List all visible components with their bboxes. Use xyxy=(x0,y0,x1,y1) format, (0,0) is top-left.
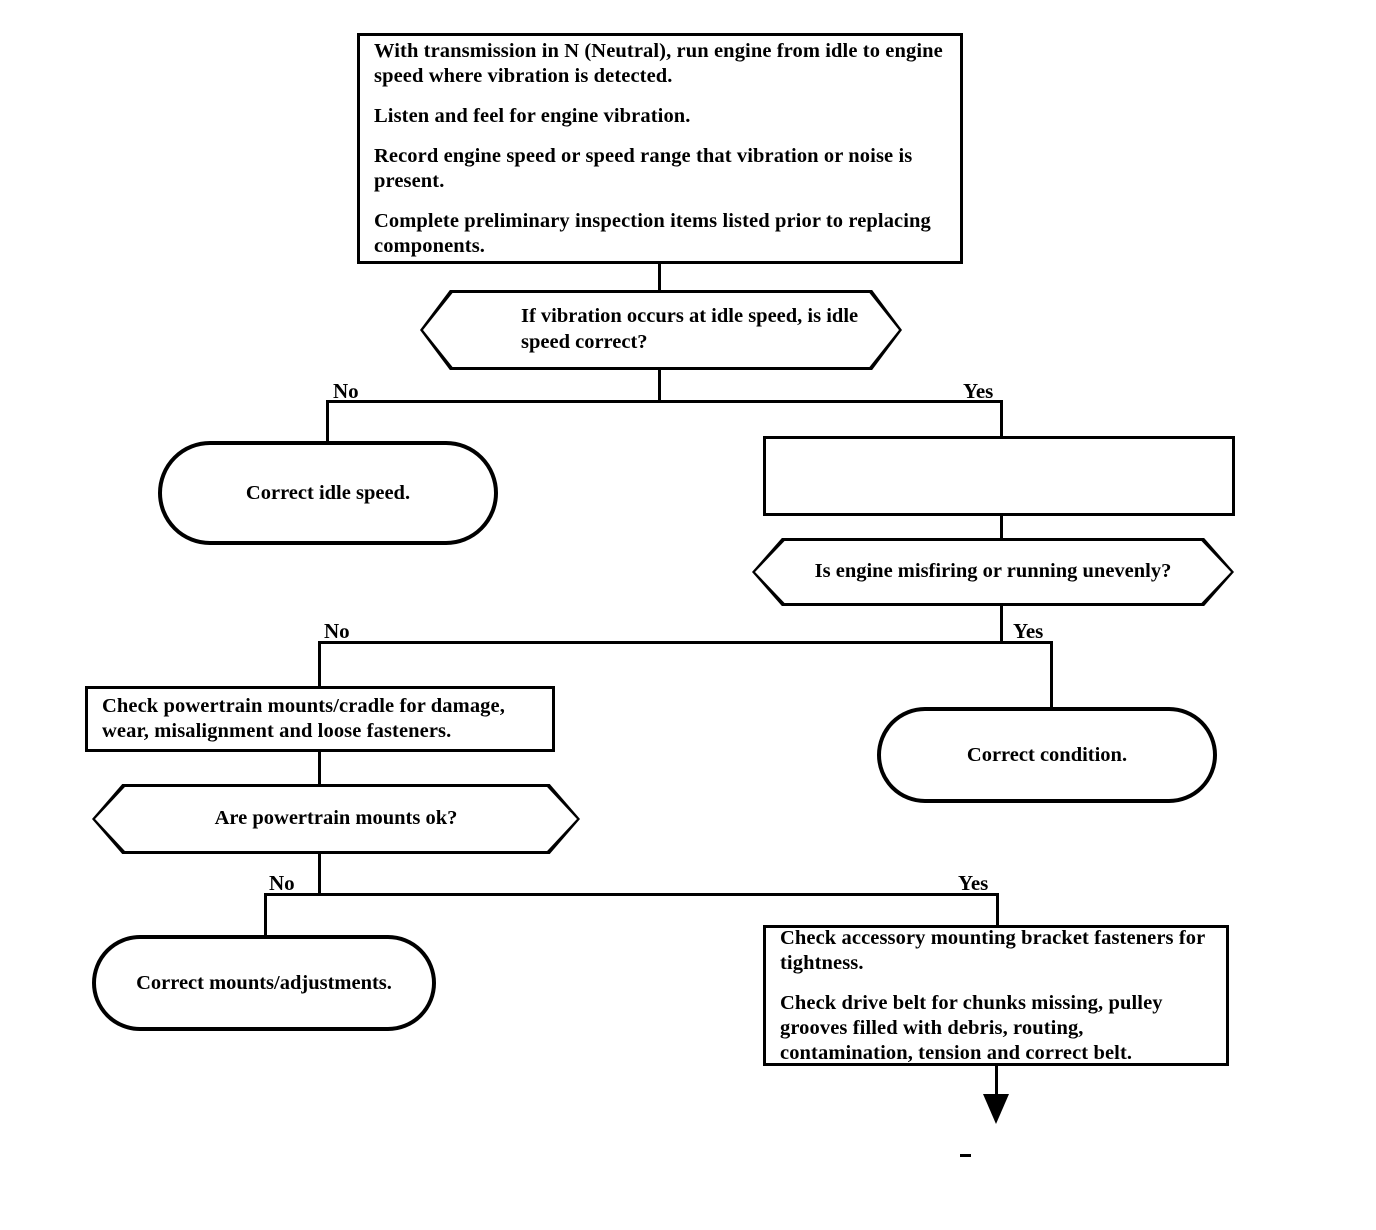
decision-mounts-ok-inner: Are powertrain mounts ok? xyxy=(95,787,577,851)
connector-misfire-no-drop xyxy=(318,641,321,687)
decision-idle-speed-label: If vibration occurs at idle speed, is id… xyxy=(521,305,859,353)
start-paragraph-1: With transmission in N (Neutral), run en… xyxy=(374,39,943,87)
connector-mounts-no-drop xyxy=(264,893,267,938)
node-correct-idle-speed: Correct idle speed. xyxy=(158,441,498,545)
connector-blank-to-misfire xyxy=(1000,516,1003,538)
branch-label-idle-no: No xyxy=(333,379,359,403)
arrow-down-icon xyxy=(983,1094,1009,1124)
node-blank-process xyxy=(763,436,1235,516)
connector-mounts-decision-stem xyxy=(318,854,321,895)
decision-mounts-ok-label: Are powertrain mounts ok? xyxy=(214,807,458,830)
decision-misfire-inner: Is engine misfiring or running unevenly? xyxy=(755,541,1231,603)
node-check-accessory-bracket: Check accessory mounting bracket fastene… xyxy=(763,925,1229,1066)
branch-label-misfire-no: No xyxy=(324,619,350,643)
correct-mounts-adjustments-label: Correct mounts/adjustments. xyxy=(136,971,392,994)
node-start-instructions: With transmission in N (Neutral), run en… xyxy=(357,33,963,264)
branch-label-mounts-no: No xyxy=(269,871,295,895)
check-accessory-paragraph-1: Check accessory mounting bracket fastene… xyxy=(780,926,1205,974)
connector-misfire-decision-stem xyxy=(1000,606,1003,643)
check-powertrain-mounts-label: Check powertrain mounts/cradle for damag… xyxy=(102,695,505,742)
start-paragraph-4: Complete preliminary inspection items li… xyxy=(374,209,931,257)
connector-idle-decision-stem xyxy=(658,370,661,402)
connector-powertrain-to-mounts-decision xyxy=(318,752,321,784)
correct-idle-speed-label: Correct idle speed. xyxy=(245,481,411,504)
node-decision-misfire: Is engine misfiring or running unevenly? xyxy=(752,538,1234,606)
connector-accessory-continuation xyxy=(995,1066,998,1099)
continuation-tick-mark xyxy=(960,1154,971,1157)
connector-idle-split-bar xyxy=(326,400,1003,403)
branch-label-mounts-yes: Yes xyxy=(958,871,989,895)
correct-condition-label: Correct condition. xyxy=(966,743,1128,766)
check-accessory-paragraph-2: Check drive belt for chunks missing, pul… xyxy=(780,991,1163,1064)
connector-idle-no-drop xyxy=(326,400,329,454)
start-paragraph-2: Listen and feel for engine vibration. xyxy=(374,104,691,127)
connector-mounts-yes-drop xyxy=(996,893,999,925)
node-decision-mounts-ok: Are powertrain mounts ok? xyxy=(92,784,580,854)
node-decision-idle-speed: If vibration occurs at idle speed, is id… xyxy=(420,290,902,370)
node-check-powertrain-mounts: Check powertrain mounts/cradle for damag… xyxy=(85,686,555,752)
decision-misfire-label: Is engine misfiring or running unevenly? xyxy=(814,560,1172,583)
node-correct-condition: Correct condition. xyxy=(877,707,1217,803)
connector-idle-yes-drop xyxy=(1000,400,1003,436)
decision-idle-speed-inner: If vibration occurs at idle speed, is id… xyxy=(423,293,899,367)
connector-mounts-split-bar xyxy=(264,893,999,896)
connector-misfire-yes-drop xyxy=(1050,641,1053,713)
node-correct-mounts-adjustments: Correct mounts/adjustments. xyxy=(92,935,436,1031)
start-paragraph-3: Record engine speed or speed range that … xyxy=(374,144,913,192)
branch-label-idle-yes: Yes xyxy=(963,379,994,403)
connector-start-to-idle-decision xyxy=(658,264,661,290)
connector-misfire-split-bar xyxy=(318,641,1053,644)
branch-label-misfire-yes: Yes xyxy=(1013,619,1044,643)
